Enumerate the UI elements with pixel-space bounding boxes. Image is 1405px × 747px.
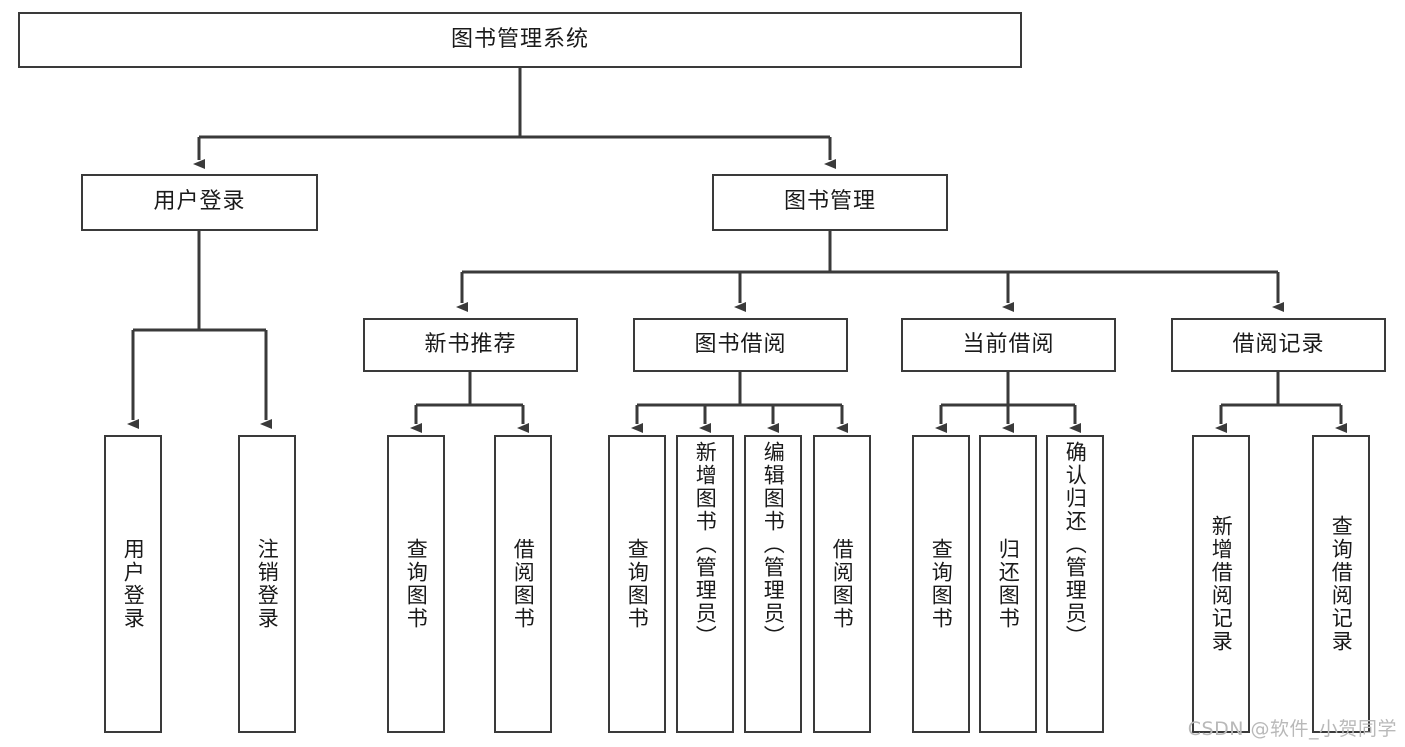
leaf-text-wrap: 查询图书 [914, 437, 968, 731]
leaf-label: 查询图书 [625, 538, 650, 630]
node-label: 借阅记录 [1232, 331, 1325, 357]
leaf-text-wrap: 借阅图书 [815, 437, 869, 731]
leaf-text-wrap: 归还图书 [981, 437, 1035, 731]
leaf-label: 新增借阅记录 [1209, 515, 1234, 653]
node-current-borrow[interactable]: 当前借阅 [901, 318, 1116, 372]
leaf-confirm-return-admin[interactable]: 确认归还（管理员） [1046, 435, 1104, 733]
node-label: 图书借阅 [694, 331, 787, 357]
node-new-book-recommend[interactable]: 新书推荐 [363, 318, 578, 372]
node-label: 新书推荐 [424, 331, 517, 357]
leaf-text-wrap: 注销登录 [240, 437, 294, 731]
leaf-text-wrap: 确认归还（管理员） [1048, 437, 1102, 735]
leaf-borrow-book-recommend[interactable]: 借阅图书 [494, 435, 552, 733]
leaf-label: 新增图书（管理员） [693, 441, 718, 648]
leaf-text-wrap: 编辑图书（管理员） [746, 437, 800, 735]
node-label: 用户登录 [153, 189, 246, 215]
node-root-book-management-system[interactable]: 图书管理系统 [18, 12, 1022, 68]
leaf-query-book-borrow[interactable]: 查询图书 [608, 435, 666, 733]
leaf-label: 查询图书 [404, 538, 429, 630]
leaf-text-wrap: 借阅图书 [496, 437, 550, 731]
leaf-text-wrap: 用户登录 [106, 437, 160, 731]
leaf-query-book-current[interactable]: 查询图书 [912, 435, 970, 733]
leaf-edit-book-admin[interactable]: 编辑图书（管理员） [744, 435, 802, 733]
node-label: 当前借阅 [962, 331, 1055, 357]
node-label: 图书管理系统 [450, 26, 589, 52]
leaf-label: 注销登录 [255, 538, 280, 630]
leaf-text-wrap: 查询图书 [610, 437, 664, 731]
leaf-label: 编辑图书（管理员） [761, 441, 786, 648]
leaf-text-wrap: 新增图书（管理员） [678, 437, 732, 735]
leaf-label: 用户登录 [121, 538, 146, 630]
leaf-return-book[interactable]: 归还图书 [979, 435, 1037, 733]
node-book-borrow[interactable]: 图书借阅 [633, 318, 848, 372]
leaf-label: 归还图书 [996, 538, 1021, 630]
leaf-query-borrow-record[interactable]: 查询借阅记录 [1312, 435, 1370, 733]
leaf-add-book-admin[interactable]: 新增图书（管理员） [676, 435, 734, 733]
leaf-label: 借阅图书 [511, 538, 536, 630]
leaf-add-borrow-record[interactable]: 新增借阅记录 [1192, 435, 1250, 733]
leaf-label: 查询图书 [929, 538, 954, 630]
leaf-user-login[interactable]: 用户登录 [104, 435, 162, 733]
leaf-text-wrap: 新增借阅记录 [1194, 437, 1248, 731]
csdn-watermark: CSDN @软件_小贺同学 [1187, 718, 1397, 740]
leaf-logout-login[interactable]: 注销登录 [238, 435, 296, 733]
leaf-text-wrap: 查询借阅记录 [1314, 437, 1368, 731]
leaf-label: 确认归还（管理员） [1063, 441, 1088, 648]
node-user-login[interactable]: 用户登录 [81, 174, 318, 231]
node-label: 图书管理 [783, 189, 876, 215]
leaf-label: 借阅图书 [830, 538, 855, 630]
leaf-text-wrap: 查询图书 [389, 437, 443, 731]
leaf-borrow-book-borrow[interactable]: 借阅图书 [813, 435, 871, 733]
leaf-query-book-recommend[interactable]: 查询图书 [387, 435, 445, 733]
node-book-management[interactable]: 图书管理 [712, 174, 948, 231]
leaf-label: 查询借阅记录 [1329, 515, 1354, 653]
node-borrow-record[interactable]: 借阅记录 [1171, 318, 1386, 372]
